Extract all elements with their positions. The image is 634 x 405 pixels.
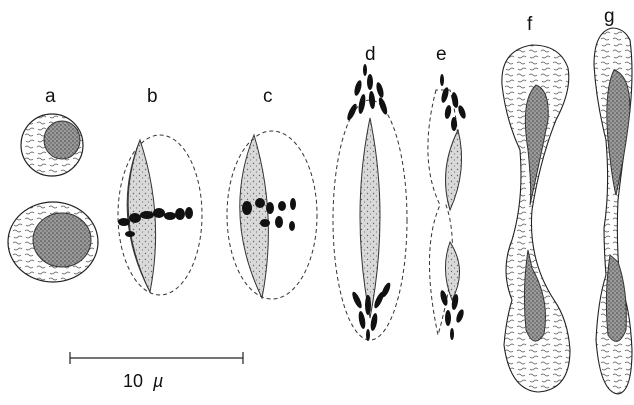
scale-bar: 10 µ [70,352,243,391]
panel-label-d: d [365,44,376,65]
panel-c-early-anaphase [227,131,317,299]
spindle-d [360,118,380,318]
panel-label-c: c [263,86,273,107]
panel-g-daughter-cells [594,28,632,394]
panel-label-e: e [436,44,447,65]
scale-bar-unit: µ [152,371,163,391]
panel-label-f: f [527,14,533,35]
panel-b-metaphase [118,135,202,295]
nucleus-a-upper [44,121,80,159]
panel-a-interphase-cells [8,114,98,282]
spindle-e-top [446,130,462,210]
panel-f-cytokinesis [502,45,570,392]
nucleus-a-lower [33,213,91,267]
chromosome-cluster-e-top [440,74,467,131]
panel-label-b: b [147,86,158,107]
panel-label-g: g [604,6,615,27]
spindle-e-bottom [445,242,459,300]
spindle-c [240,135,269,298]
panel-e-telophase [428,74,467,340]
nucleus-g-bottom [606,255,626,341]
panel-d-late-anaphase [333,64,407,341]
chromosome-cluster-d-top [345,64,388,121]
scale-bar-value: 10 [123,371,143,391]
panel-label-a: a [45,86,56,107]
